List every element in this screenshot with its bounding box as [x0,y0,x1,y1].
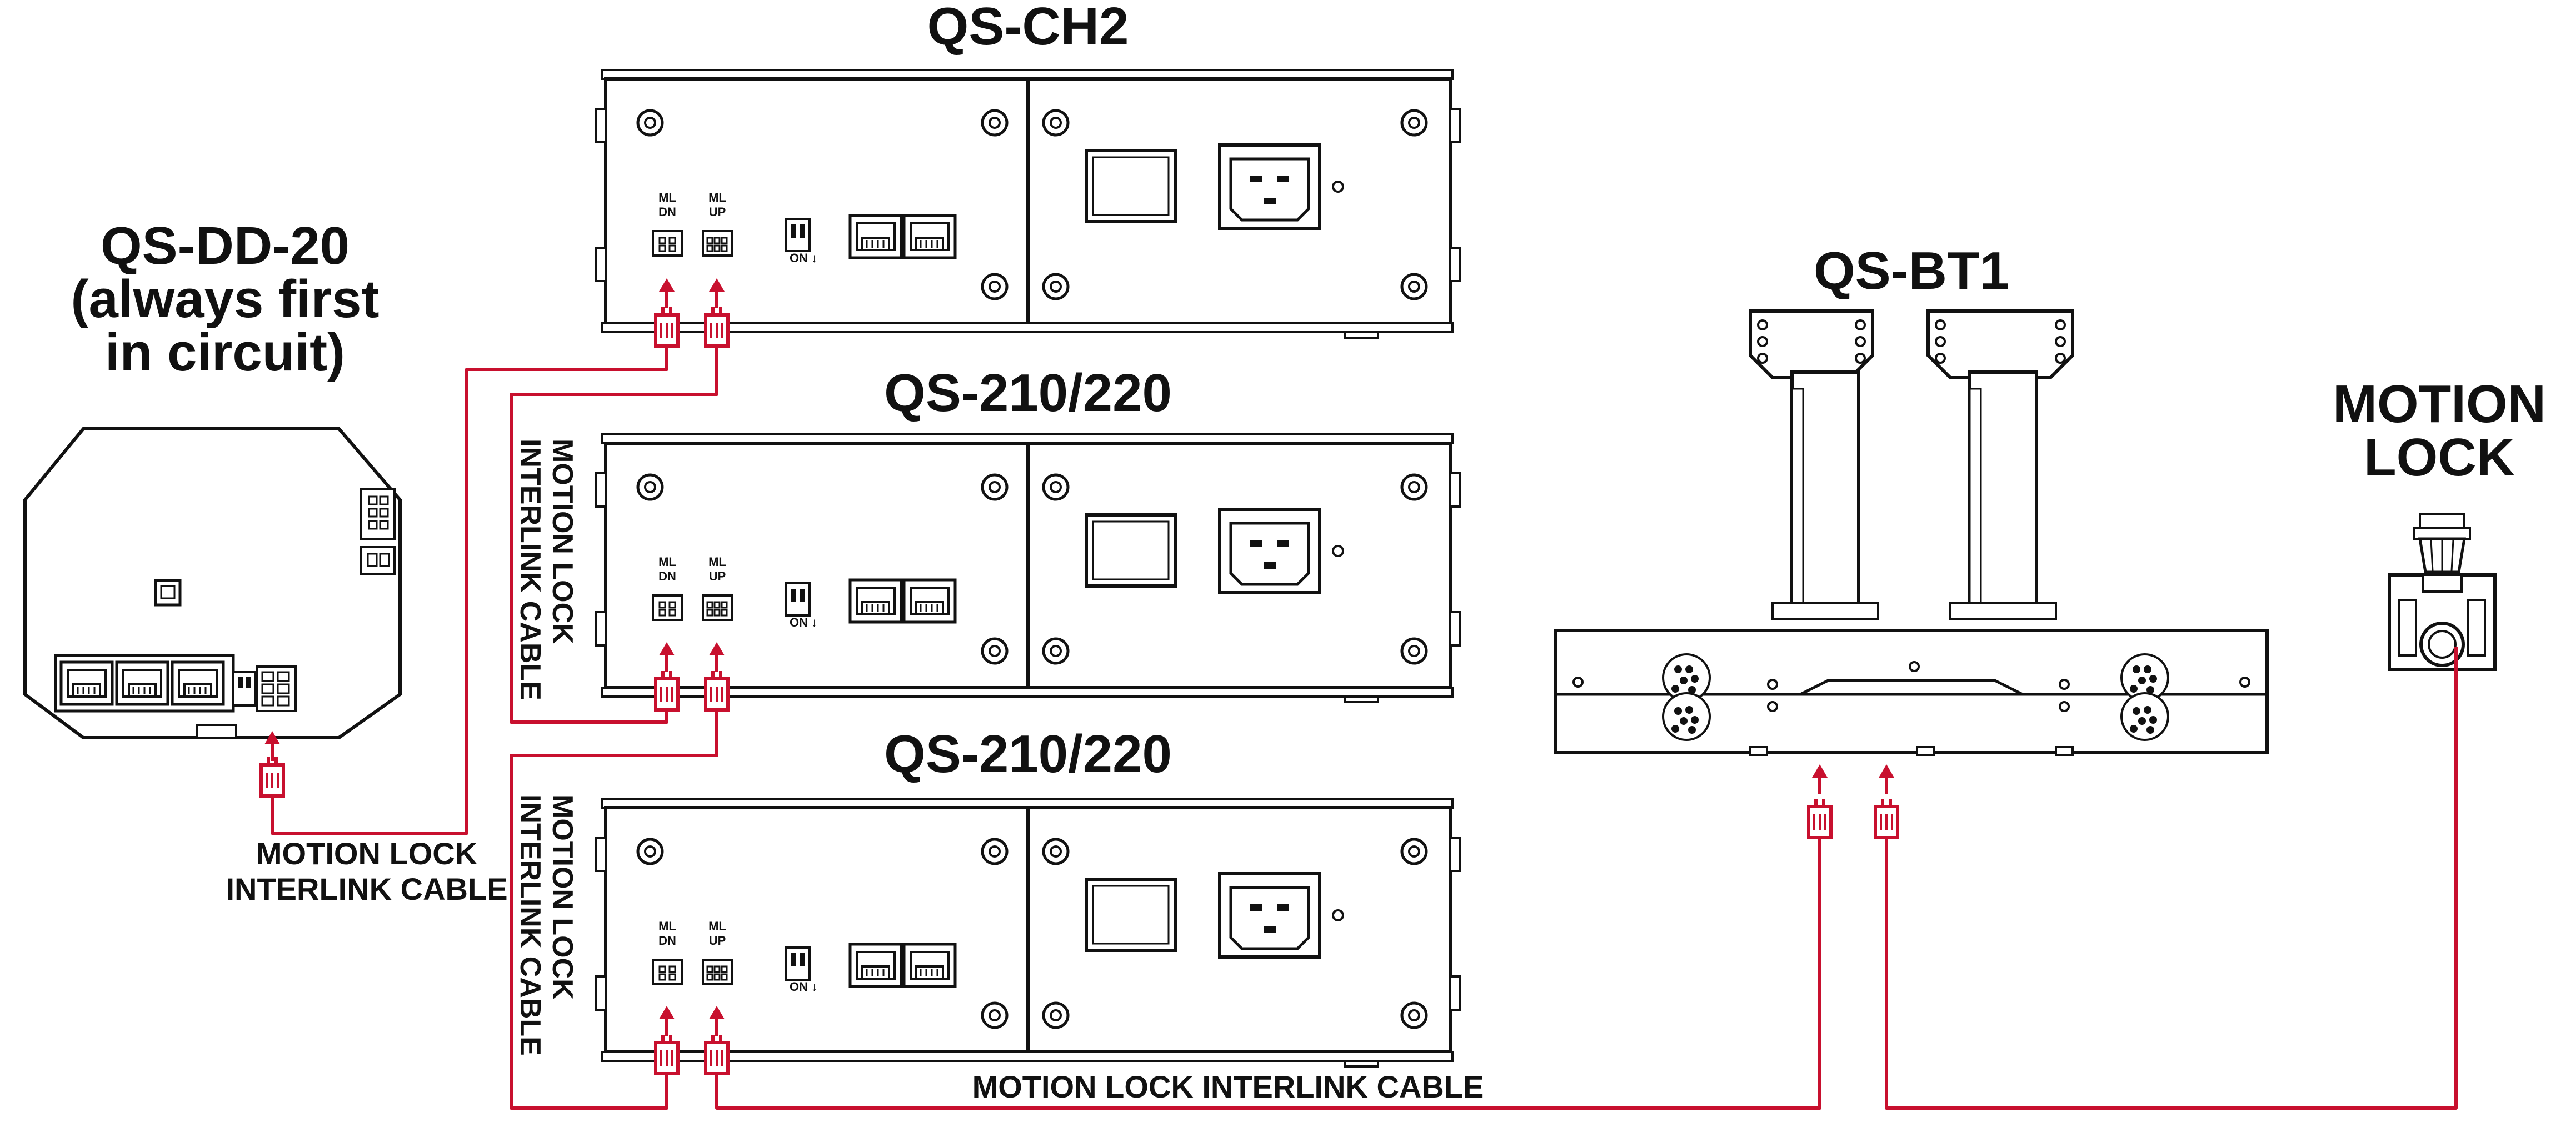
svg-text:ON ↓: ON ↓ [790,980,817,994]
vertical-cable-label-1-line2: INTERLINK CABLE [514,439,546,700]
vertical-cable-label-1: MOTION LOCK INTERLINK CABLE [514,439,578,705]
amp-port-labels: ML DN ML UP ON ↓ ML DN ML UP ON ↓ ML DN … [658,191,817,994]
dd20-cable-label-line1: MOTION LOCK [256,836,478,871]
svg-text:DN: DN [658,205,676,219]
qs-dd-20-note-1: (always first [71,269,380,329]
svg-text:ML: ML [708,555,726,569]
svg-text:DN: DN [658,569,676,583]
svg-text:ON ↓: ON ↓ [790,615,817,629]
svg-text:UP: UP [709,205,726,219]
motion-lock-device [2388,513,2497,671]
qs-ch2-label: QS-CH2 [927,0,1129,56]
dd20-cable-label: MOTION LOCK INTERLINK CABLE [211,836,522,907]
svg-text:ML: ML [708,191,726,204]
svg-text:UP: UP [709,569,726,583]
svg-text:ML: ML [658,191,676,204]
svg-text:ON ↓: ON ↓ [790,251,817,265]
qs-210-220-label-1: QS-210/220 [884,363,1172,423]
qs-dd-20-note-2: in circuit) [104,323,346,382]
svg-text:UP: UP [709,934,726,948]
dd20-cable-label-line2: INTERLINK CABLE [226,871,508,906]
interlink-cables [271,330,2458,1110]
qs-dd-20-unit [23,427,402,739]
qs-dd-20-title: QS-DD-20 [100,216,350,276]
motion-lock-label-line1: MOTION [2333,374,2546,434]
svg-text:ML: ML [658,919,676,933]
vertical-cable-label-1-line1: MOTION LOCK [546,439,578,644]
svg-text:DN: DN [658,934,676,948]
qs-bt1-label: QS-BT1 [1813,241,2010,300]
qs-dd-20-label: QS-DD-20 (always first in circuit) [44,219,406,379]
motion-lock-label: MOTION LOCK [2323,378,2556,484]
svg-text:ML: ML [658,555,676,569]
qs-210-220-label-2: QS-210/220 [884,724,1172,784]
qs-bt1-unit [1554,309,2269,756]
vertical-cable-label-2-line2: INTERLINK CABLE [514,794,546,1056]
vertical-cable-label-2-line1: MOTION LOCK [546,794,578,1000]
vertical-cable-label-2: MOTION LOCK INTERLINK CABLE [514,794,578,1083]
bottom-cable-label: MOTION LOCK INTERLINK CABLE [972,1069,1484,1104]
svg-text:ML: ML [708,919,726,933]
motion-lock-label-line2: LOCK [2364,428,2515,487]
